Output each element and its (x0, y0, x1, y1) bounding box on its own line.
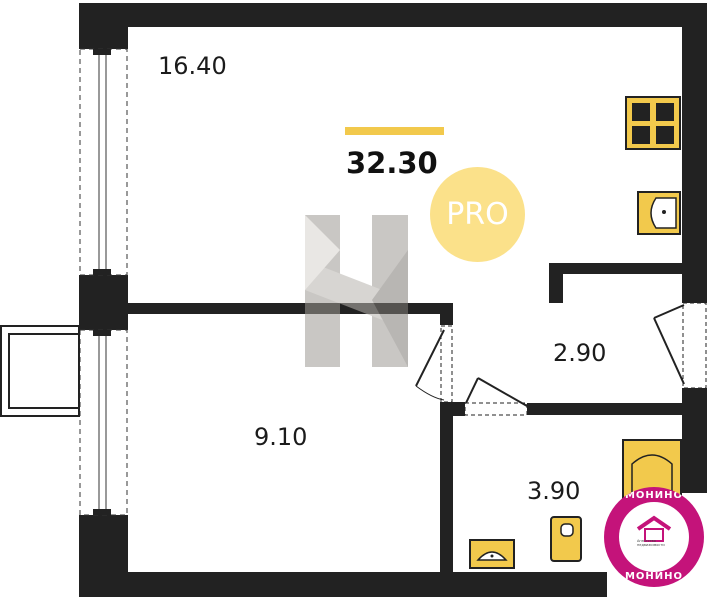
room-area-bedroom: 9.10 (254, 423, 308, 451)
wall-hall-top (549, 263, 682, 274)
door-frame-bedroom (440, 325, 453, 403)
washbasin-icon (469, 539, 515, 569)
room-area-living: 16.40 (158, 52, 227, 80)
walls (79, 3, 707, 597)
brand-watermark-icon (305, 215, 408, 367)
wall-partition-end (440, 303, 453, 325)
door-frame-bath (464, 402, 528, 416)
logo-inner-circle (619, 502, 689, 572)
wall-left-bottom (79, 515, 128, 597)
total-area: 32.30 (346, 146, 438, 180)
logo-bottom-text: МОНИНО (624, 571, 684, 582)
room-area-hall: 2.90 (553, 339, 607, 367)
room-area-bathroom: 3.90 (527, 477, 581, 505)
wall-top (79, 3, 707, 27)
logo-top-text: МОНИНО (624, 490, 684, 501)
wall-bath-top (527, 403, 682, 415)
wall-bottom (79, 572, 607, 597)
wall-right-lower (682, 388, 707, 493)
balcony-inner (8, 333, 80, 409)
doors (415, 302, 707, 416)
door-leaf-entrance (653, 317, 685, 385)
wall-hall-stub (549, 263, 563, 303)
wall-left-middle (79, 275, 128, 330)
window-bottom (79, 329, 128, 516)
wall-stub-bath-left (453, 402, 465, 416)
wall-left-top (79, 3, 128, 49)
sink-icon (637, 191, 681, 235)
door-leaf-bath (477, 377, 528, 407)
wall-partition-horizontal (128, 303, 453, 314)
balcony (0, 325, 80, 417)
total-area-accent-bar (345, 127, 444, 135)
stove-icon (625, 96, 681, 150)
window-top (79, 48, 128, 276)
door-leaf-bedroom (415, 329, 445, 387)
logo-caption: Агентство недвижимости (637, 539, 665, 547)
pro-badge: PRO (430, 167, 525, 262)
wall-right-upper (682, 3, 707, 303)
door-frame-entrance (682, 302, 707, 389)
agency-logo: МОНИНО Агентство недвижимости МОНИНО (604, 487, 704, 587)
house-logo-icon (636, 515, 672, 542)
toilet-icon (550, 516, 582, 562)
wall-partition-vertical (440, 402, 453, 572)
